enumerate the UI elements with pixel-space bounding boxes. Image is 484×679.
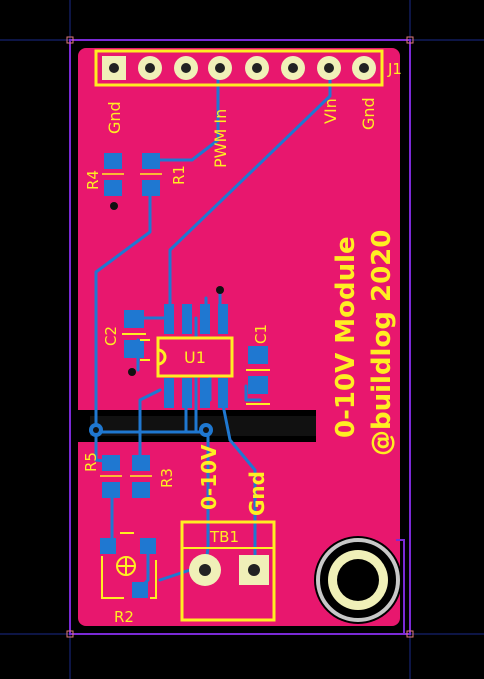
u1-label: U1 <box>184 348 206 367</box>
resistor-r3: R3 <box>130 455 176 498</box>
pin-label-gnd-right: Gnd <box>359 97 378 130</box>
resistor-r4: R4 <box>84 153 124 210</box>
r3-label: R3 <box>158 468 176 488</box>
j1-label: J1 <box>387 60 402 78</box>
resistor-r1: R1 <box>140 153 188 196</box>
board-title: 0-10V Module <box>331 236 361 438</box>
corner-markers <box>66 36 414 638</box>
terminal-label-gnd: Gnd <box>245 471 269 516</box>
capacitor-c1: C1 <box>246 324 270 405</box>
vias <box>89 423 213 437</box>
r1-label: R1 <box>170 165 188 185</box>
c1-label: C1 <box>252 324 270 344</box>
c2-label: C2 <box>102 326 120 346</box>
mount-hole <box>314 536 402 624</box>
resistor-r5: R5 <box>82 452 122 498</box>
terminal-block-tb1: TB1 <box>180 520 276 622</box>
r5-label: R5 <box>82 452 100 472</box>
tb1-label: TB1 <box>209 528 239 546</box>
pin-label-pwm-in: PWM In <box>211 109 230 168</box>
capacitor-c2: C2 <box>102 310 146 376</box>
r2-label: R2 <box>114 608 134 626</box>
ic-u1: U1 <box>140 286 234 408</box>
pin-label-vin: VIn <box>321 98 340 124</box>
board-outline <box>69 39 411 635</box>
board-credit: @buildlog 2020 <box>367 230 397 456</box>
trimmer-r2: R2 <box>100 532 157 626</box>
trimmer-adjust-icon <box>116 556 136 576</box>
pin-label-gnd-left: Gnd <box>105 101 124 134</box>
terminal-label-0-10v: 0-10V <box>197 444 221 510</box>
header-j1: J1 <box>94 49 402 87</box>
r4-label: R4 <box>84 170 102 190</box>
